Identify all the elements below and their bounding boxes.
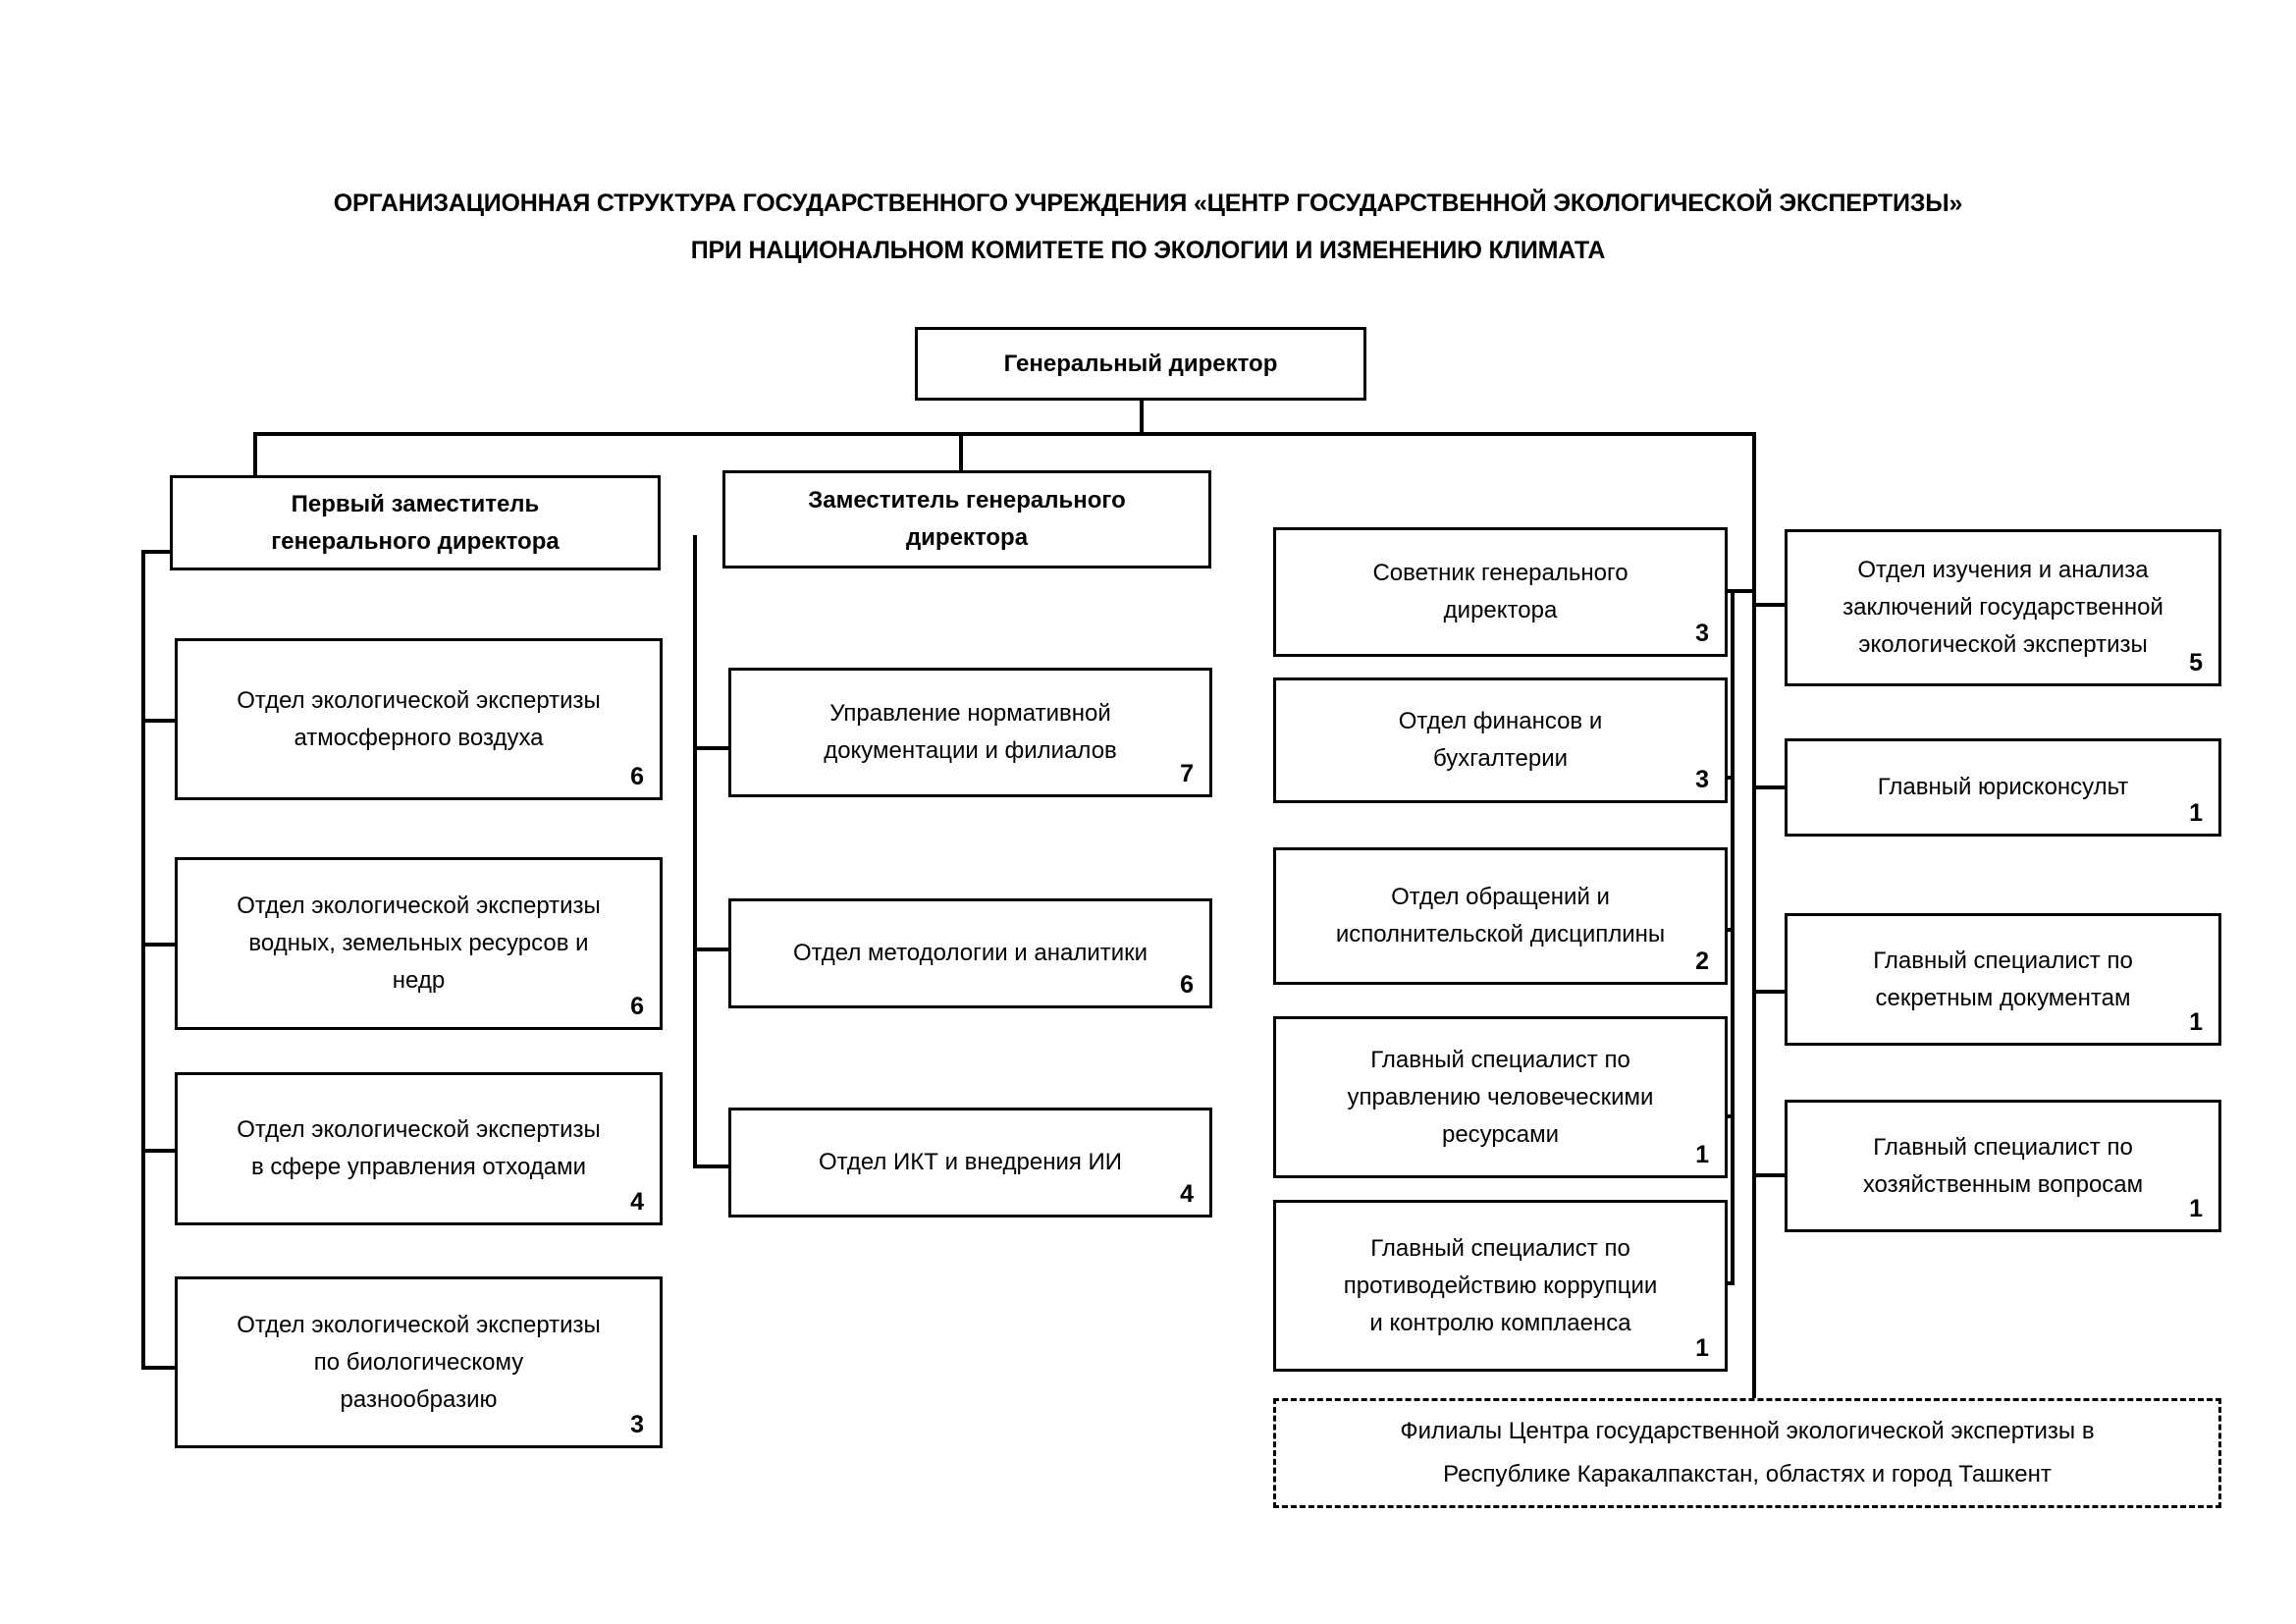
node-label: Отдел ИКТ и внедрения ИИ	[818, 1149, 1123, 1175]
node-label: Главный специалист по противодействию ко…	[1343, 1234, 1658, 1336]
node-chief-specialist-anticorruption-compliance[interactable]: Главный специалист по противодействию ко…	[1273, 1200, 1728, 1372]
node-advisor-to-director[interactable]: Советник генерального директора 3	[1273, 527, 1728, 657]
connector-column2-to-box2	[693, 947, 730, 951]
node-staff-count: 1	[2189, 1195, 2203, 1222]
node-dept-finance-accounting[interactable]: Отдел финансов и бухгалтерии 3	[1273, 677, 1728, 803]
connector-column2-to-box3	[693, 1164, 730, 1168]
title-line-1: ОРГАНИЗАЦИОННАЯ СТРУКТУРА ГОСУДАРСТВЕННО…	[333, 189, 1963, 217]
node-label: Первый заместитель генерального директор…	[271, 490, 560, 555]
connector-column3-spine	[1731, 589, 1735, 1281]
chart-title: ОРГАНИЗАЦИОННАЯ СТРУКТУРА ГОСУДАРСТВЕННО…	[0, 180, 2296, 274]
node-staff-count: 3	[1695, 766, 1709, 793]
node-staff-count: 2	[1695, 947, 1709, 975]
title-line-2: ПРИ НАЦИОНАЛЬНОМ КОМИТЕТЕ ПО ЭКОЛОГИИ И …	[690, 237, 1606, 264]
connector-column1-to-head	[141, 550, 177, 554]
connector-column1-to-box2	[141, 943, 177, 947]
node-staff-count: 6	[1180, 971, 1194, 999]
node-dept-biodiversity-expertise[interactable]: Отдел экологической экспертизы по биолог…	[175, 1276, 663, 1448]
node-staff-count: 1	[2189, 799, 2203, 827]
connector-bus-to-first-deputy	[253, 432, 257, 475]
connector-column2-spine	[693, 535, 697, 1168]
node-staff-count: 6	[630, 763, 644, 790]
connector-main-spine	[1752, 432, 1756, 1448]
connector-column2-to-box1	[693, 746, 730, 750]
node-staff-count: 4	[630, 1188, 644, 1216]
node-chief-legal-counsel[interactable]: Главный юрисконсульт 1	[1785, 738, 2221, 837]
connector-column1-to-box1	[141, 719, 177, 723]
node-dept-appeals-executive-discipline[interactable]: Отдел обращений и исполнительской дисцип…	[1273, 847, 1728, 985]
node-label: Управление нормативной документации и фи…	[824, 700, 1117, 764]
node-first-deputy-director[interactable]: Первый заместитель генерального директор…	[170, 475, 661, 570]
node-label: Отдел методологии и аналитики	[792, 940, 1148, 966]
node-dept-water-land-subsoil-expertise[interactable]: Отдел экологической экспертизы водных, з…	[175, 857, 663, 1030]
node-label: Отдел финансов и бухгалтерии	[1398, 708, 1603, 772]
connector-column1-to-box4	[141, 1366, 177, 1370]
node-dept-ict-ai[interactable]: Отдел ИКТ и внедрения ИИ 4	[728, 1108, 1212, 1218]
node-label: Главный специалист по секретным документ…	[1873, 947, 2133, 1011]
node-staff-count: 1	[1695, 1334, 1709, 1362]
node-staff-count: 4	[1180, 1180, 1194, 1208]
node-chief-specialist-hr[interactable]: Главный специалист по управлению человеч…	[1273, 1016, 1728, 1178]
connector-column4-to-box4	[1752, 1173, 1788, 1177]
node-chief-specialist-secret-documents[interactable]: Главный специалист по секретным документ…	[1785, 913, 2221, 1046]
node-label: Главный специалист по управлению человеч…	[1347, 1046, 1654, 1148]
node-label: Отдел экологической экспертизы в сфере у…	[237, 1116, 601, 1180]
node-dept-methodology-analytics[interactable]: Отдел методологии и аналитики 6	[728, 898, 1212, 1008]
node-label: Заместитель генерального директора	[808, 487, 1126, 551]
node-label: Отдел экологической экспертизы атмосферн…	[237, 686, 601, 751]
node-dept-air-expertise[interactable]: Отдел экологической экспертизы атмосферн…	[175, 638, 663, 800]
node-label: Отдел экологической экспертизы водных, з…	[237, 893, 601, 994]
node-staff-count: 6	[630, 993, 644, 1020]
node-staff-count: 3	[630, 1411, 644, 1438]
node-staff-count: 5	[2189, 649, 2203, 677]
node-general-director[interactable]: Генеральный директор	[915, 327, 1366, 401]
node-regional-branches[interactable]: Филиалы Центра государственной экологиче…	[1273, 1398, 2221, 1508]
connector-column4-to-box3	[1752, 990, 1788, 994]
node-label: Отдел изучения и анализа заключений госу…	[1842, 557, 2163, 658]
node-staff-count: 1	[1695, 1141, 1709, 1168]
connector-bus-to-deputy	[959, 432, 963, 475]
connector-column4-to-box2	[1752, 785, 1788, 789]
node-dept-waste-management-expertise[interactable]: Отдел экологической экспертизы в сфере у…	[175, 1072, 663, 1225]
connector-main-bus	[253, 432, 1756, 436]
connector-column3-spine-join	[1731, 589, 1756, 593]
node-dept-review-analysis-conclusions[interactable]: Отдел изучения и анализа заключений госу…	[1785, 529, 2221, 686]
connector-column1-to-box3	[141, 1149, 177, 1153]
node-deputy-director[interactable]: Заместитель генерального директора	[722, 470, 1211, 568]
node-staff-count: 3	[1695, 620, 1709, 647]
node-dept-normative-docs-branches[interactable]: Управление нормативной документации и фи…	[728, 668, 1212, 797]
connector-column4-to-box1	[1752, 603, 1788, 607]
node-chief-specialist-economic-affairs[interactable]: Главный специалист по хозяйственным вопр…	[1785, 1100, 2221, 1232]
node-staff-count: 7	[1180, 760, 1194, 787]
node-label: Отдел экологической экспертизы по биолог…	[237, 1311, 601, 1413]
node-label: Отдел обращений и исполнительской дисцип…	[1335, 884, 1666, 947]
connector-column1-spine	[141, 550, 145, 1370]
node-staff-count: 1	[2189, 1008, 2203, 1036]
node-label: Советник генерального директора	[1372, 560, 1629, 623]
node-label: Главный юрисконсульт	[1877, 774, 2129, 800]
node-label: Филиалы Центра государственной экологиче…	[1400, 1418, 2095, 1488]
connector-root-stem	[1140, 401, 1144, 436]
node-label: Генеральный директор	[1003, 350, 1278, 377]
node-label: Главный специалист по хозяйственным вопр…	[1862, 1133, 2144, 1198]
